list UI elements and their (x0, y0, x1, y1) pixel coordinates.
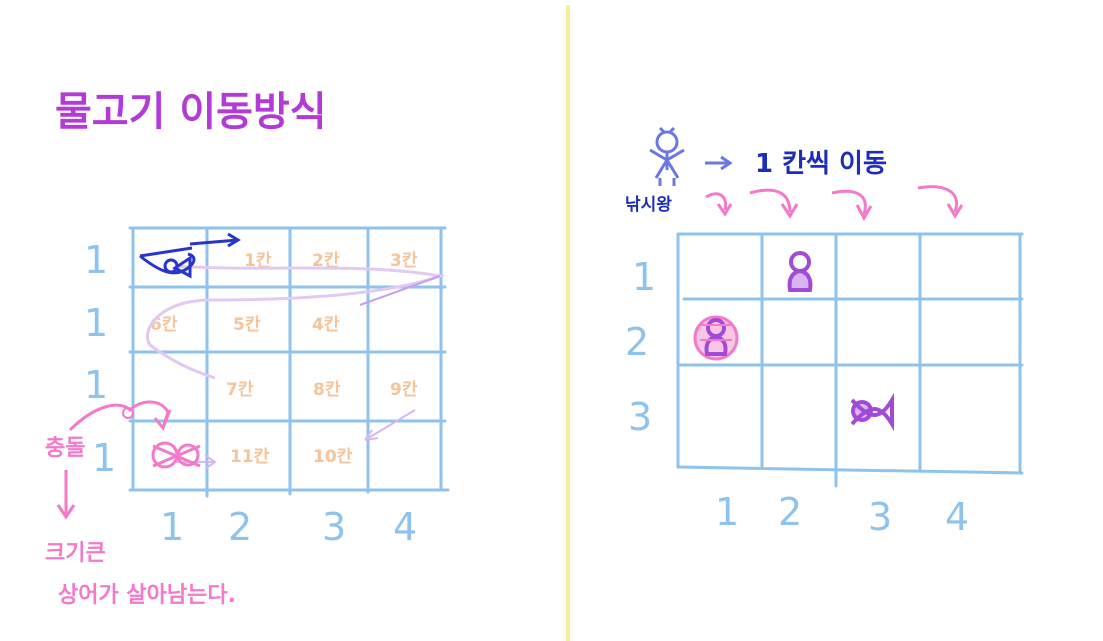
cell-label: 10칸 (313, 447, 353, 467)
left-row-label-2: 1 (84, 301, 108, 345)
right-row-label-2: 2 (625, 320, 649, 364)
note-line-1: 크기큰 (45, 541, 106, 566)
cell-label: 2칸 (312, 251, 340, 271)
cell-label: 3칸 (390, 251, 418, 271)
collision-arrow (68, 400, 172, 432)
right-col-label-3: 3 (868, 495, 892, 539)
fish-icon (139, 246, 196, 279)
cell-label: 7칸 (226, 380, 254, 400)
fisher-icon (649, 126, 685, 186)
collision-marker (122, 407, 134, 419)
note-line-2: 상어가 살아남는다. (58, 583, 236, 608)
left-panel: 물고기 이동방식 1 1 1 1 1 2 3 4 1칸 2칸 3칸 6칸 5칸 (45, 89, 450, 608)
cell-label: 4칸 (312, 315, 340, 335)
left-row-label-1: 1 (84, 238, 108, 282)
left-grid (128, 226, 450, 498)
right-col-label-1: 1 (715, 490, 739, 534)
caught-shark-icon (693, 315, 739, 361)
step-arrows (705, 185, 964, 222)
right-col-label-2: 2 (778, 490, 802, 534)
cell-label: 6칸 (150, 315, 178, 335)
cell-label: 9칸 (390, 380, 418, 400)
move-text: 1 칸씩 이동 (755, 149, 887, 179)
collision-fish-icon (151, 441, 201, 469)
right-arrow-icon (705, 155, 733, 171)
fisher-label: 낚시왕 (625, 195, 672, 215)
cell-label: 8칸 (313, 380, 341, 400)
cell-label: 11칸 (230, 447, 270, 467)
right-panel: 낚시왕 1 칸씩 이동 1 2 3 1 2 3 4 (625, 126, 1024, 539)
left-col-label-2: 2 (228, 505, 252, 549)
left-row-label-3: 1 (84, 363, 108, 407)
collision-label: 충돌 (45, 436, 85, 461)
right-row-label-3: 3 (628, 395, 652, 439)
left-col-label-3: 3 (322, 505, 346, 549)
left-col-label-1: 1 (160, 505, 184, 549)
movement-arrow (189, 232, 241, 248)
movement-path (146, 264, 446, 380)
movement-arrow (364, 409, 416, 441)
movement-arrow (359, 275, 441, 306)
cell-label: 1칸 (244, 251, 272, 271)
right-col-label-4: 4 (945, 495, 969, 539)
right-grid (676, 232, 1024, 488)
cell-label: 5칸 (233, 315, 261, 335)
down-arrow-icon (56, 470, 76, 520)
left-title: 물고기 이동방식 (55, 89, 327, 135)
shark-icon (787, 251, 813, 292)
left-row-label-4: 1 (92, 436, 116, 480)
right-row-label-1: 1 (632, 255, 656, 299)
fish-icon (850, 392, 894, 432)
left-col-label-4: 4 (393, 505, 417, 549)
